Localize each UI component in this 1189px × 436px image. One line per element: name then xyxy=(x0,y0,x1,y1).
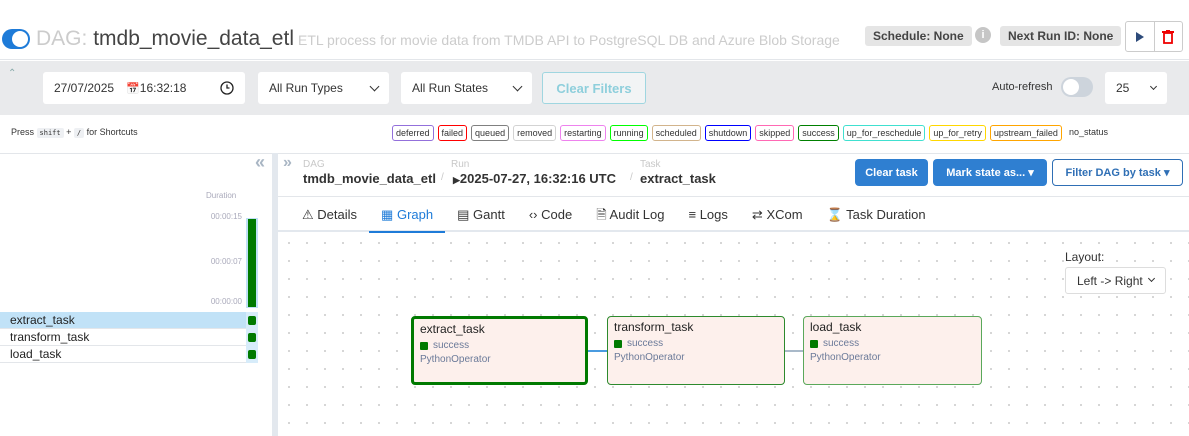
legend-up-for-retry[interactable]: up_for_retry xyxy=(929,125,986,141)
breadcrumb-task-label: Task xyxy=(640,159,661,170)
trigger-dag-button[interactable] xyxy=(1126,22,1155,51)
clear-task-button[interactable]: Clear task xyxy=(855,159,928,186)
mark-state-button[interactable]: Mark state as... ▾ xyxy=(933,159,1047,186)
filter-dag-button[interactable]: Filter DAG by task ▾ xyxy=(1052,159,1183,186)
dag-pause-toggle[interactable] xyxy=(2,29,30,49)
trash-icon xyxy=(1162,29,1175,44)
warning-icon: ⚠ xyxy=(302,207,314,222)
auto-refresh-toggle[interactable] xyxy=(1061,77,1093,97)
grid-panel xyxy=(0,153,272,436)
exchange-icon: ⇄ xyxy=(751,207,763,222)
schedule-badge: Schedule: None xyxy=(865,26,972,46)
legend-no-status[interactable]: no_status xyxy=(1068,127,1108,137)
auto-refresh-label: Auto-refresh xyxy=(992,81,1053,93)
duration-tick: 00:00:07 xyxy=(210,257,242,266)
legend-running[interactable]: running xyxy=(609,125,648,141)
tab-logs[interactable]: ≡ Logs xyxy=(688,207,728,222)
graph-icon: ▦ xyxy=(381,207,394,222)
layout-label: Layout: xyxy=(1065,250,1105,264)
play-icon xyxy=(1135,31,1144,42)
legend-success[interactable]: success xyxy=(798,125,839,141)
graph-edge xyxy=(785,350,804,352)
legend-upstream-failed[interactable]: upstream_failed xyxy=(989,125,1062,141)
legend-restarting[interactable]: restarting xyxy=(560,125,606,141)
run-types-select[interactable]: All Run Types xyxy=(258,72,389,104)
task-row-transform[interactable]: transform_task xyxy=(0,329,258,346)
next-run-badge: Next Run ID: None xyxy=(1000,26,1122,46)
tab-code[interactable]: ‹› Code xyxy=(528,207,573,222)
tab-xcom[interactable]: ⇄ XCom xyxy=(751,207,803,222)
chevron-down-icon xyxy=(1149,82,1158,90)
legend-scheduled[interactable]: scheduled xyxy=(651,125,701,141)
duration-label: Duration xyxy=(206,191,237,200)
run-icon: ▶ xyxy=(453,175,460,185)
chevron-down-icon xyxy=(1147,274,1156,283)
breadcrumb-run-label: Run xyxy=(451,159,470,170)
status-square-icon xyxy=(810,339,818,348)
info-icon[interactable]: i xyxy=(975,27,991,43)
delete-dag-button[interactable] xyxy=(1155,22,1183,51)
base-date-input[interactable]: 27/07/2025📅16:32:18 xyxy=(43,72,245,104)
graph-edge xyxy=(588,350,608,352)
tab-audit-log[interactable]: 🗎 Audit Log xyxy=(596,207,665,222)
shortcuts-hint: Press shift + / for Shortcuts xyxy=(11,127,138,138)
legend-deferred[interactable]: deferred xyxy=(392,125,434,141)
file-search-icon: 🗎 xyxy=(596,207,607,222)
tab-graph[interactable]: ▦ Graph xyxy=(369,197,446,233)
chevron-down-icon xyxy=(369,81,380,91)
tab-gantt[interactable]: ▤ Gantt xyxy=(457,207,505,222)
run-states-select[interactable]: All Run States xyxy=(401,72,532,104)
task-instance-cell[interactable] xyxy=(248,316,256,325)
status-square-icon xyxy=(614,339,622,348)
legend-removed[interactable]: removed xyxy=(513,125,557,141)
legend-queued[interactable]: queued xyxy=(471,125,510,141)
calendar-icon: 📅 xyxy=(126,82,140,95)
task-instance-cell[interactable] xyxy=(248,333,256,342)
legend-shutdown[interactable]: shutdown xyxy=(704,125,752,141)
expand-icon[interactable]: » xyxy=(283,154,292,171)
dag-actions xyxy=(1125,21,1183,52)
run-duration-bar[interactable] xyxy=(246,218,258,308)
task-instance-cell[interactable] xyxy=(248,350,256,359)
num-runs-select[interactable]: 25 xyxy=(1105,72,1167,104)
hourglass-icon: ⌛ xyxy=(826,207,843,222)
tab-details[interactable]: ⚠ Details xyxy=(302,207,358,222)
breadcrumb-dag-label: DAG xyxy=(303,159,325,170)
list-icon: ≡ xyxy=(688,207,697,222)
tab-bar: ⚠ Details ▦ Graph ▤ Gantt ‹› Code 🗎 Audi… xyxy=(278,196,1189,233)
chevron-down-icon xyxy=(512,81,523,91)
legend-skipped[interactable]: skipped xyxy=(755,125,795,141)
dag-id: tmdb_movie_data_etl xyxy=(93,27,294,50)
gantt-icon: ▤ xyxy=(457,207,470,222)
clear-filters-button[interactable]: Clear Filters xyxy=(542,72,646,104)
duration-tick: 00:00:00 xyxy=(210,297,242,306)
legend-failed[interactable]: failed xyxy=(437,125,468,141)
duration-tick: 00:00:15 xyxy=(210,212,242,221)
breadcrumb-dag[interactable]: tmdb_movie_data_etl xyxy=(303,171,436,186)
layout-select[interactable]: Left -> Right xyxy=(1065,267,1166,294)
clock-icon[interactable] xyxy=(220,81,234,95)
details-panel xyxy=(278,153,1189,436)
task-row-load[interactable]: load_task xyxy=(0,346,258,363)
breadcrumb-run[interactable]: ▶2025-07-27, 16:32:16 UTC xyxy=(453,171,617,186)
tab-task-duration[interactable]: ⌛ Task Duration xyxy=(826,207,926,222)
collapse-grid-icon[interactable]: « xyxy=(255,152,266,172)
legend-up-for-reschedule[interactable]: up_for_reschedule xyxy=(842,125,926,141)
status-square-icon xyxy=(420,341,428,350)
breadcrumb-task[interactable]: extract_task xyxy=(640,171,716,186)
panel-divider[interactable] xyxy=(272,153,278,436)
task-row-extract[interactable]: extract_task xyxy=(0,312,258,329)
collapse-icon[interactable]: ⌃ xyxy=(8,68,17,79)
dag-description: ETL process for movie data from TMDB API… xyxy=(297,32,840,48)
dag-header xyxy=(0,18,1189,60)
code-icon: ‹› xyxy=(528,207,538,222)
